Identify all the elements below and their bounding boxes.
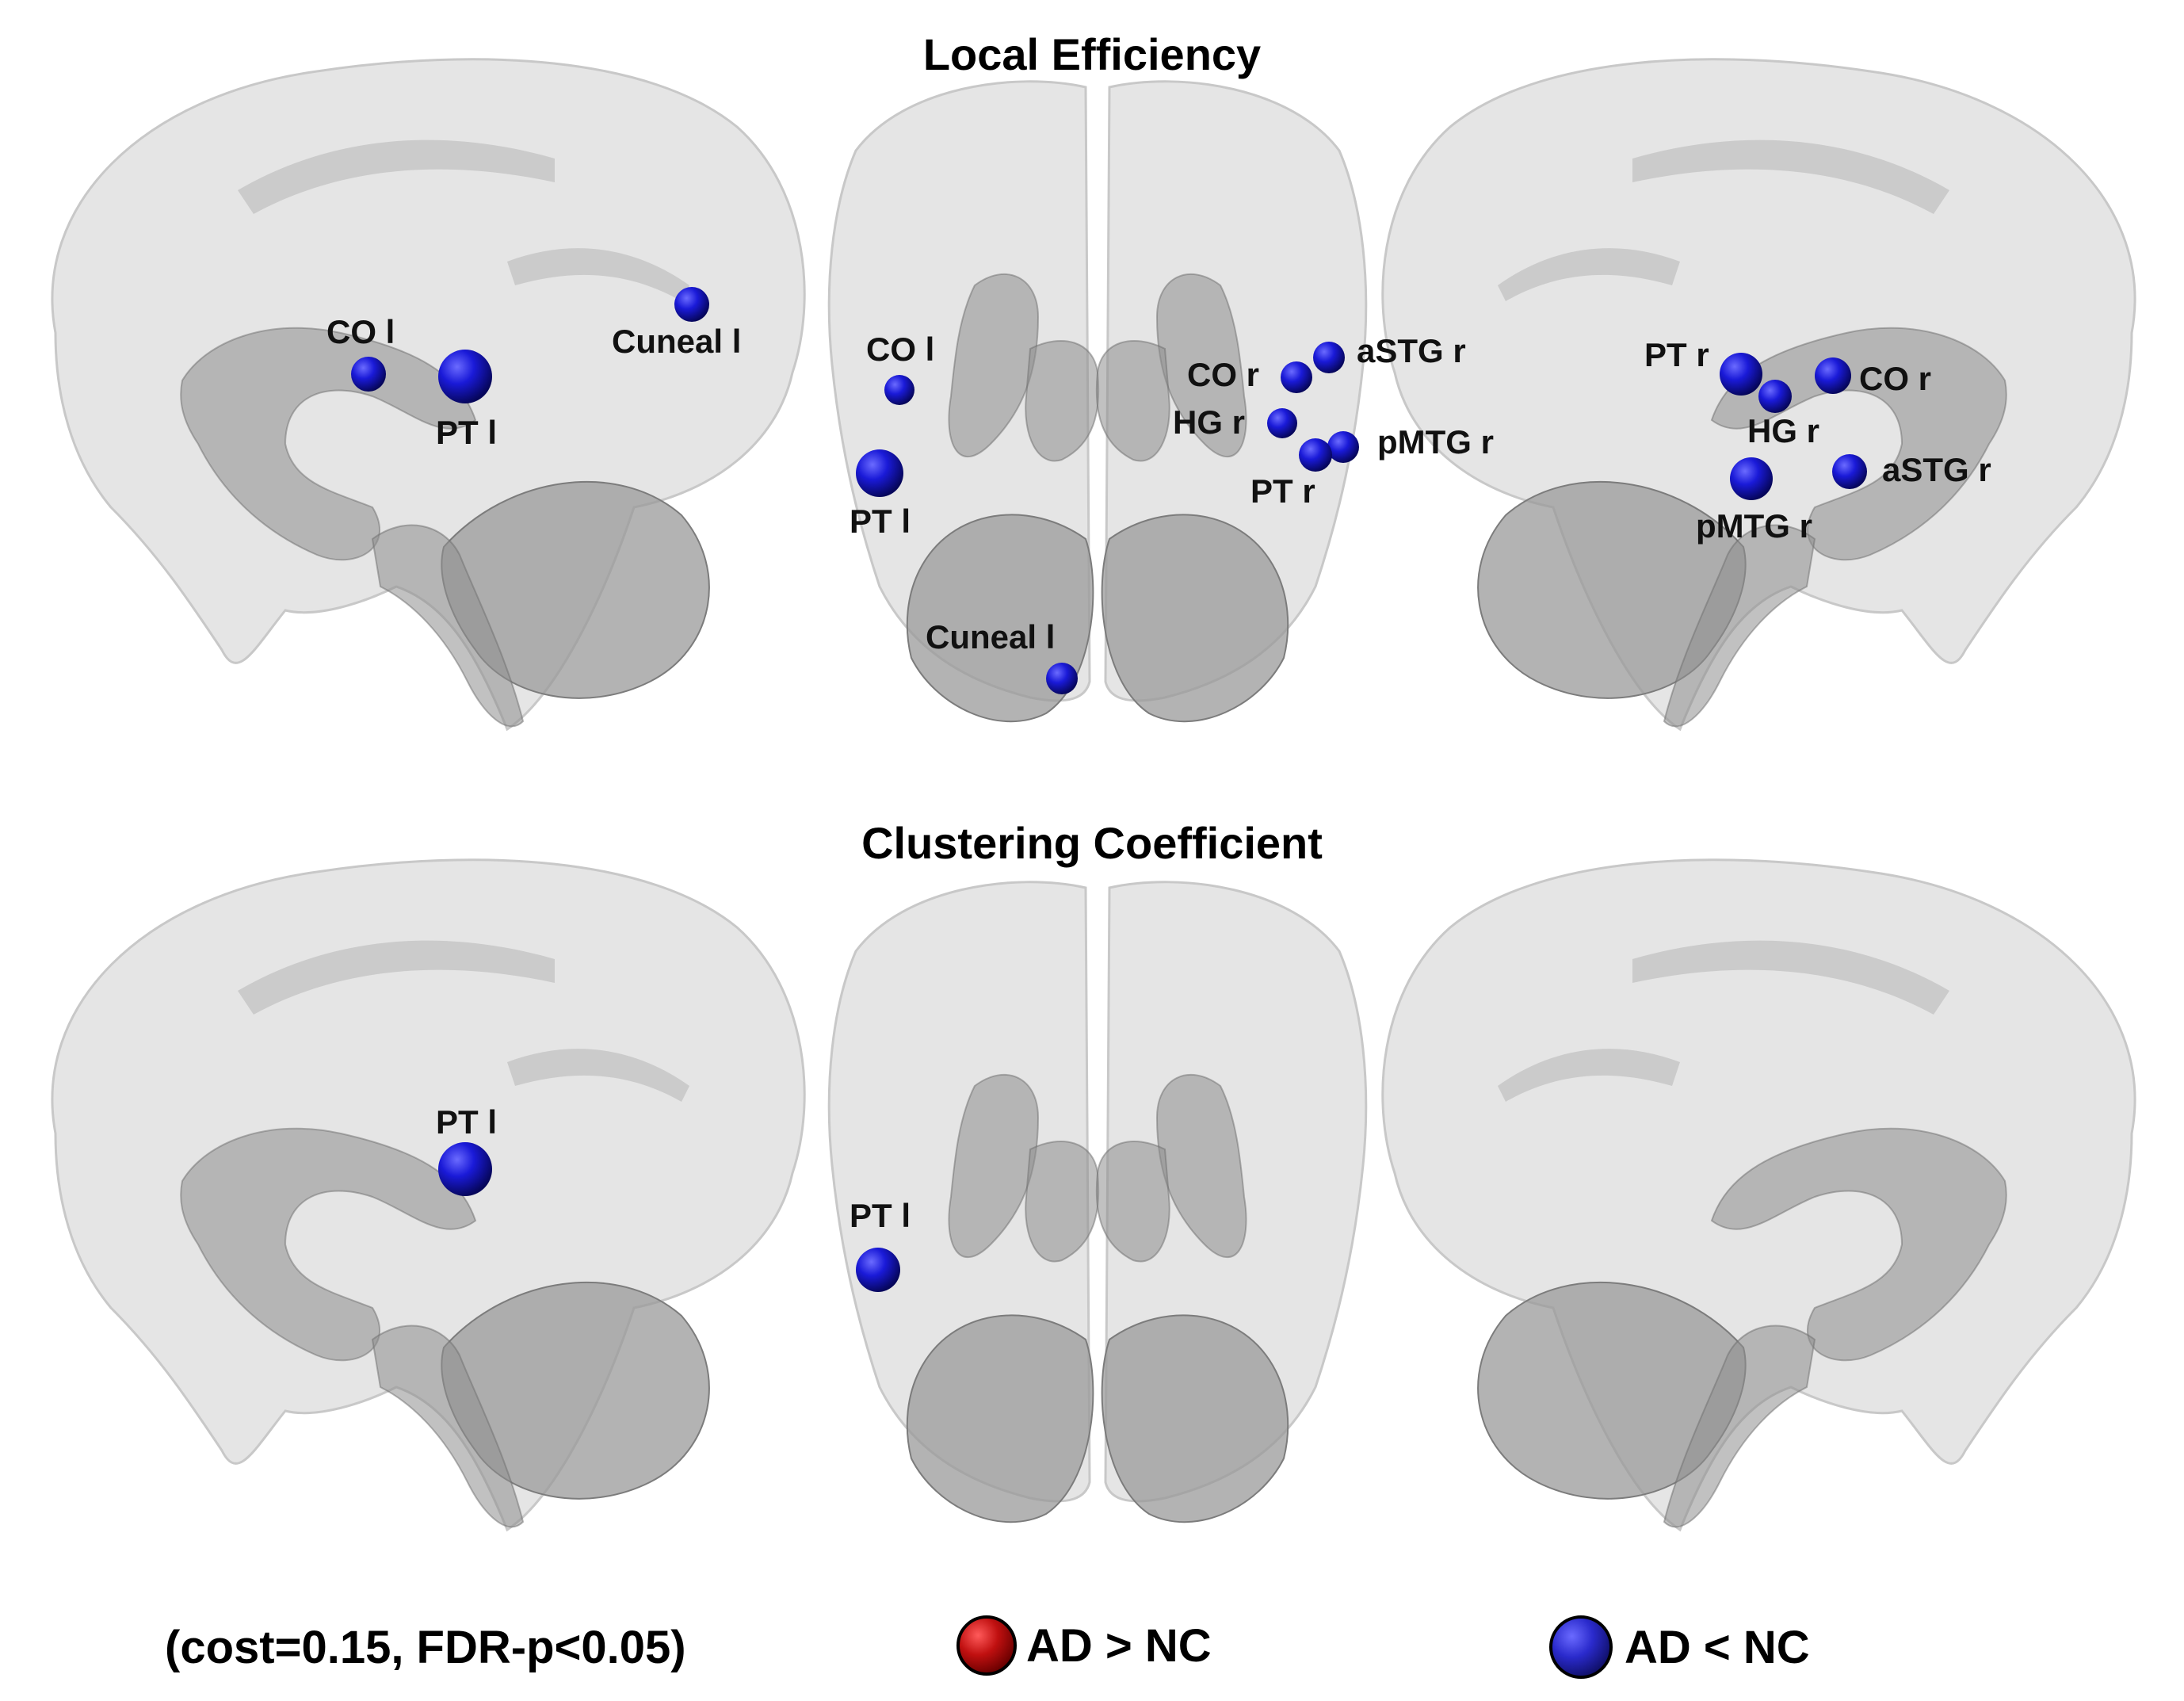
node-pt-l [856, 1248, 900, 1292]
legend-increase-marker [956, 1615, 1017, 1676]
node-astg-r [1832, 454, 1867, 489]
node-pt-l [438, 350, 492, 403]
node-co-r [1815, 357, 1851, 394]
node-label-pt-l: PT l [436, 1103, 497, 1141]
node-astg-r [1313, 342, 1345, 373]
legend-increase-label: AD > NC [1026, 1620, 1212, 1672]
brain-right-lateral-bottom [1381, 858, 2136, 1531]
legend-decrease-label: AD < NC [1625, 1622, 1810, 1673]
node-label-hg-r: HG r [1747, 412, 1819, 449]
panel-title-clustering-coefficient: Clustering Coefficient [861, 818, 1323, 868]
node-label-pt-r: PT r [1250, 472, 1315, 510]
node-label-pmtg-r: pMTG r [1696, 507, 1812, 545]
node-label-co-l: CO l [866, 331, 934, 368]
node-label-hg-r: HG r [1173, 403, 1245, 441]
node-label-co-r: CO r [1187, 356, 1259, 393]
node-label-astg-r: aSTG r [1357, 332, 1466, 369]
node-pt-r [1299, 438, 1332, 472]
node-label-pt-l: PT l [850, 503, 911, 540]
node-pt-l [856, 449, 903, 497]
legend-note: (cost=0.15, FDR-p<0.05) [165, 1622, 686, 1673]
node-label-pmtg-r: pMTG r [1377, 423, 1494, 461]
node-label-cuneal-l: Cuneal l [926, 618, 1055, 656]
node-label-cuneal-l: Cuneal l [612, 323, 741, 360]
node-pmtg-r [1730, 457, 1773, 500]
node-hg-r [1267, 408, 1297, 438]
node-co-r [1281, 361, 1312, 393]
node-pmtg-r [1327, 431, 1359, 463]
panel-title-local-efficiency: Local Efficiency [923, 29, 1261, 79]
node-label-co-r: CO r [1859, 360, 1931, 397]
node-pt-r [1720, 353, 1762, 396]
legend-decrease-marker [1549, 1615, 1613, 1679]
brain-left-lateral-top [51, 58, 806, 731]
node-label-pt-r: PT r [1644, 336, 1709, 373]
brain-axial-top [827, 80, 1368, 723]
node-cuneal-l [1046, 663, 1078, 694]
node-pt-l [438, 1142, 492, 1196]
node-label-pt-l: PT l [850, 1197, 911, 1234]
node-hg-r [1758, 380, 1792, 413]
node-co-l [884, 375, 914, 405]
node-label-pt-l: PT l [436, 414, 497, 451]
node-cuneal-l [674, 287, 709, 322]
node-co-l [351, 357, 386, 392]
node-label-astg-r: aSTG r [1882, 451, 1991, 488]
node-label-co-l: CO l [326, 313, 395, 350]
brain-left-lateral-bottom [51, 858, 806, 1531]
